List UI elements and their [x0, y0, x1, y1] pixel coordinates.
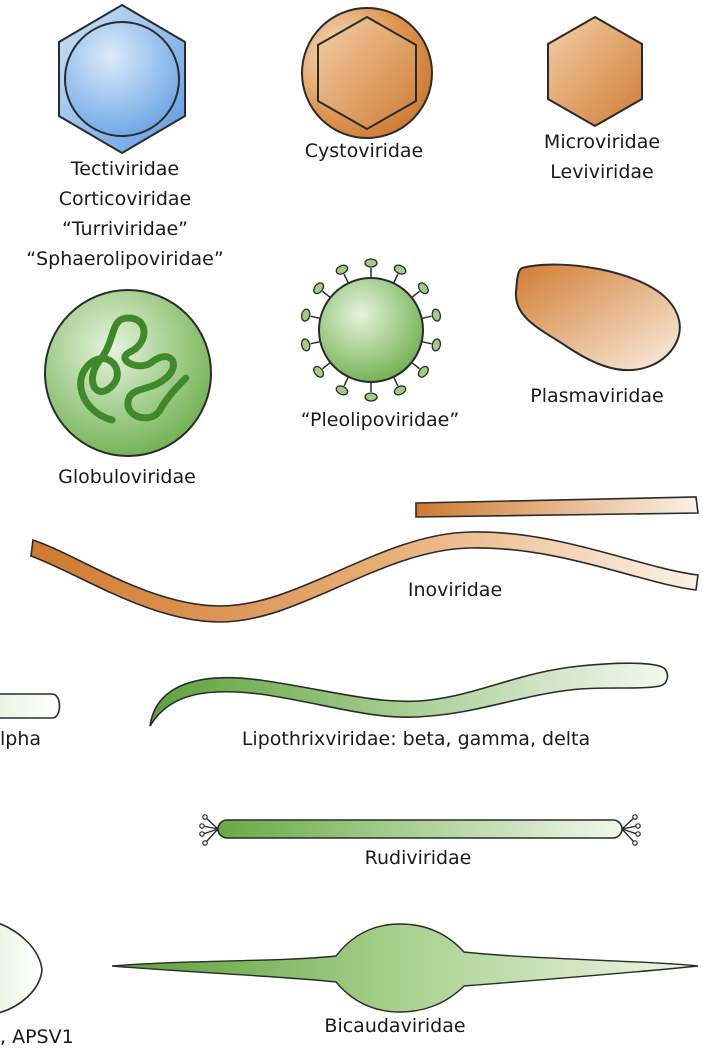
cystoviridae-virion	[302, 8, 432, 138]
spike-stalk	[323, 291, 331, 297]
label-microviridae: Microviridae	[544, 131, 660, 153]
label-inoviridae: Inoviridae	[408, 579, 502, 601]
spike-stalk	[344, 274, 348, 283]
spike-stalk	[412, 291, 420, 297]
inoviridae-rod	[416, 497, 698, 517]
pleolipoviridae-virion	[300, 259, 441, 401]
spike-stalk	[422, 342, 432, 344]
label-cystoviridae: Cystoviridae	[305, 140, 424, 162]
spike-stalk	[344, 377, 348, 386]
label-apsv1: , APSV1	[0, 1026, 74, 1048]
globuloviridae-virion	[45, 290, 211, 456]
spike-knob	[431, 338, 441, 351]
spike-stalk	[394, 274, 398, 283]
spike-knob	[335, 384, 349, 396]
spike-knob	[393, 263, 407, 275]
spike-stalk	[311, 316, 321, 318]
plasmaviridae-virion	[516, 265, 680, 371]
label-lipothrixviridae-others: Lipothrixviridae: beta, gamma, delta	[242, 728, 590, 750]
spike-knob	[312, 281, 326, 295]
spike-stalk	[323, 362, 331, 368]
spike-knob	[335, 263, 349, 275]
lipothrixviridae-filament	[150, 663, 667, 726]
spike-knob	[417, 365, 431, 379]
spike-knob	[431, 308, 441, 321]
spike-knob	[417, 281, 431, 295]
label-tectiviridae: Tectiviridae	[70, 158, 179, 180]
label-turriviridae: “Turriviridae”	[62, 218, 188, 240]
label-sphaerolipoviridae: “Sphaerolipoviridae”	[26, 248, 223, 270]
spike-knob	[300, 338, 310, 351]
label-leviviridae: Leviviridae	[550, 161, 653, 183]
label-plasmaviridae: Plasmaviridae	[530, 385, 663, 407]
label-globuloviridae: Globuloviridae	[58, 466, 196, 488]
spike-knob	[365, 393, 377, 401]
lipothrixviridae-alpha-rod	[0, 694, 60, 718]
spike-knob	[300, 308, 310, 321]
bicaudaviridae-virion	[112, 924, 698, 1012]
spike-knob	[312, 365, 326, 379]
tectiviridae-virion	[59, 5, 185, 153]
spike-stalk	[394, 377, 398, 386]
label-rudiviridae: Rudiviridae	[365, 847, 472, 869]
label-bicaudaviridae: Bicaudaviridae	[324, 1015, 465, 1037]
microviridae-virion	[548, 17, 642, 126]
label-lipothrixviridae-alpha: lpha	[0, 728, 41, 750]
spike-stalk	[311, 342, 321, 344]
spike-stalk	[412, 362, 420, 368]
label-corticoviridae: Corticoviridae	[59, 188, 192, 210]
spike-knob	[365, 259, 377, 267]
inoviridae-filament	[31, 532, 698, 622]
label-pleolipoviridae: “Pleolipoviridae”	[301, 409, 459, 431]
rudiviridae-rod	[200, 815, 640, 845]
apsv1-virion-partial	[0, 922, 42, 1014]
spike-stalk	[422, 316, 432, 318]
spike-knob	[393, 384, 407, 396]
